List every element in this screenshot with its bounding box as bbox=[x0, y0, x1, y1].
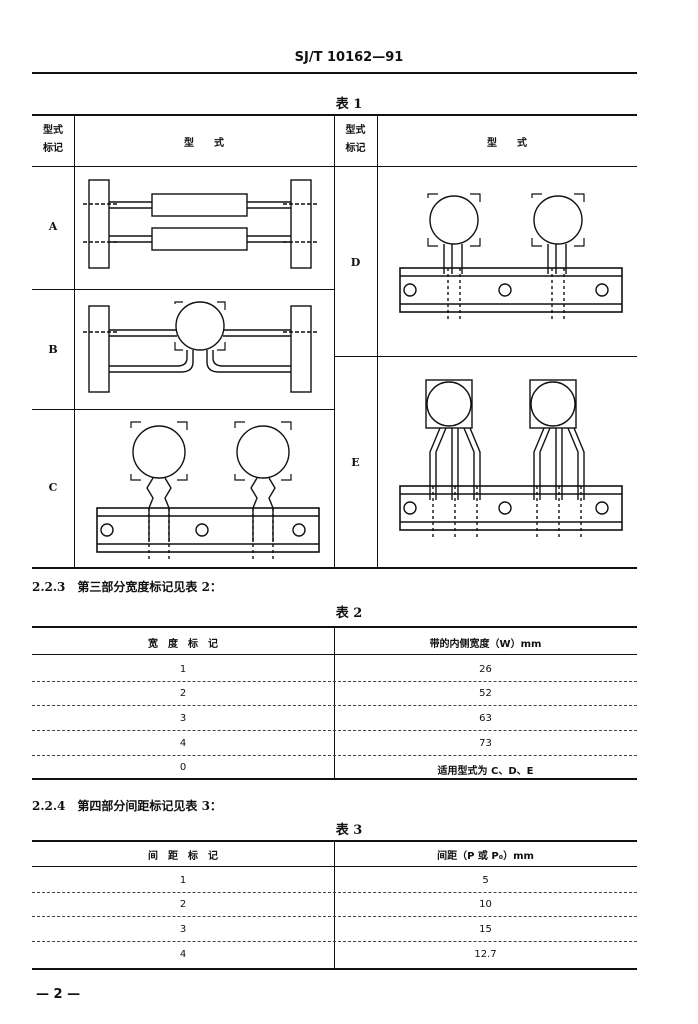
table1-col-divider-2 bbox=[334, 114, 335, 569]
table2-row-sep bbox=[32, 705, 637, 706]
table3-row-3-mark: 3 bbox=[179, 924, 187, 935]
figure-type-a bbox=[83, 179, 317, 269]
table1-row-sep-bc bbox=[32, 409, 334, 410]
table3-row-2-pitch: 10 bbox=[479, 899, 492, 910]
table3-header-rule bbox=[32, 866, 637, 867]
row-label-e: E bbox=[351, 456, 360, 469]
table2-row-sep bbox=[32, 681, 637, 682]
header-rule bbox=[32, 72, 637, 74]
table1-col-divider-3 bbox=[377, 114, 378, 569]
table1-type-header-right: 型式 标记 bbox=[345, 125, 366, 154]
table3-row-4-mark: 4 bbox=[179, 949, 187, 960]
table2-header-mark: 宽 度 标 记 bbox=[148, 639, 218, 650]
row-label-d: D bbox=[350, 256, 361, 269]
figure-type-b bbox=[83, 301, 317, 393]
table2-header-width: 带的内侧宽度（W）mm bbox=[429, 639, 542, 650]
table3-header-mark: 间 距 标 记 bbox=[148, 851, 218, 862]
figure-type-d bbox=[399, 193, 623, 320]
section-2-2-4: 2.2.4 第四部分间距标记见表 3： bbox=[32, 799, 222, 813]
table2-row-5-width: 适用型式为 C、D、E bbox=[437, 766, 534, 777]
table2-row-sep bbox=[32, 755, 637, 756]
table3: 间 距 标 记 间距（P 或 P₀）mm 1 5 2 10 3 15 4 12.… bbox=[32, 840, 637, 970]
document-code: SJ/T 10162—91 bbox=[294, 50, 404, 65]
table2-caption: 表 2 bbox=[335, 606, 363, 621]
table2-header-rule bbox=[32, 654, 637, 655]
table2-row-4-width: 73 bbox=[479, 738, 492, 749]
table1-row-sep-de bbox=[334, 356, 637, 357]
page-number: — 2 — bbox=[36, 987, 81, 1002]
table1-form-header-right: 型 式 bbox=[487, 138, 527, 149]
table3-row-1-mark: 1 bbox=[179, 875, 187, 886]
table1-form-header-left: 型 式 bbox=[184, 138, 224, 149]
table1-caption: 表 1 bbox=[335, 97, 363, 112]
table1-row-sep-ab bbox=[32, 289, 334, 290]
figure-type-c bbox=[96, 421, 320, 562]
table2-row-4-mark: 4 bbox=[179, 738, 187, 749]
table2-row-2-width: 52 bbox=[479, 688, 492, 699]
table1-col-divider-1 bbox=[74, 114, 75, 569]
table3-row-sep bbox=[32, 916, 637, 917]
row-label-b: B bbox=[48, 343, 58, 356]
row-label-c: C bbox=[48, 481, 58, 494]
figure-type-e bbox=[399, 379, 623, 540]
table3-row-2-mark: 2 bbox=[179, 899, 187, 910]
table3-row-4-pitch: 12.7 bbox=[474, 949, 497, 960]
table3-header-pitch: 间距（P 或 P₀）mm bbox=[437, 851, 534, 862]
table3-row-sep bbox=[32, 892, 637, 893]
table2-bottom-rule bbox=[32, 778, 637, 780]
table2-row-3-width: 63 bbox=[479, 713, 492, 724]
table2: 宽 度 标 记 带的内侧宽度（W）mm 1 26 2 52 3 63 4 73 … bbox=[32, 626, 637, 780]
table3-row-1-pitch: 5 bbox=[482, 875, 489, 886]
table3-col-divider bbox=[334, 840, 335, 970]
table2-row-1-mark: 1 bbox=[179, 664, 187, 675]
table2-row-3-mark: 3 bbox=[179, 713, 187, 724]
section-2-2-3: 2.2.3 第三部分宽度标记见表 2： bbox=[32, 580, 222, 594]
row-label-a: A bbox=[48, 220, 58, 233]
table3-row-3-pitch: 15 bbox=[479, 924, 492, 935]
table2-row-sep bbox=[32, 730, 637, 731]
table2-row-5-mark: 0 bbox=[179, 762, 187, 773]
table2-col-divider bbox=[334, 626, 335, 780]
table3-bottom-rule bbox=[32, 968, 637, 970]
table1-type-header-left: 型式 标记 bbox=[43, 125, 63, 154]
table1: 型式 标记 型 式 型式 标记 型 式 A B C D E bbox=[32, 114, 637, 569]
table3-row-sep bbox=[32, 941, 637, 942]
table2-row-1-width: 26 bbox=[479, 664, 492, 675]
table3-caption: 表 3 bbox=[335, 823, 363, 838]
table2-row-2-mark: 2 bbox=[179, 688, 187, 699]
